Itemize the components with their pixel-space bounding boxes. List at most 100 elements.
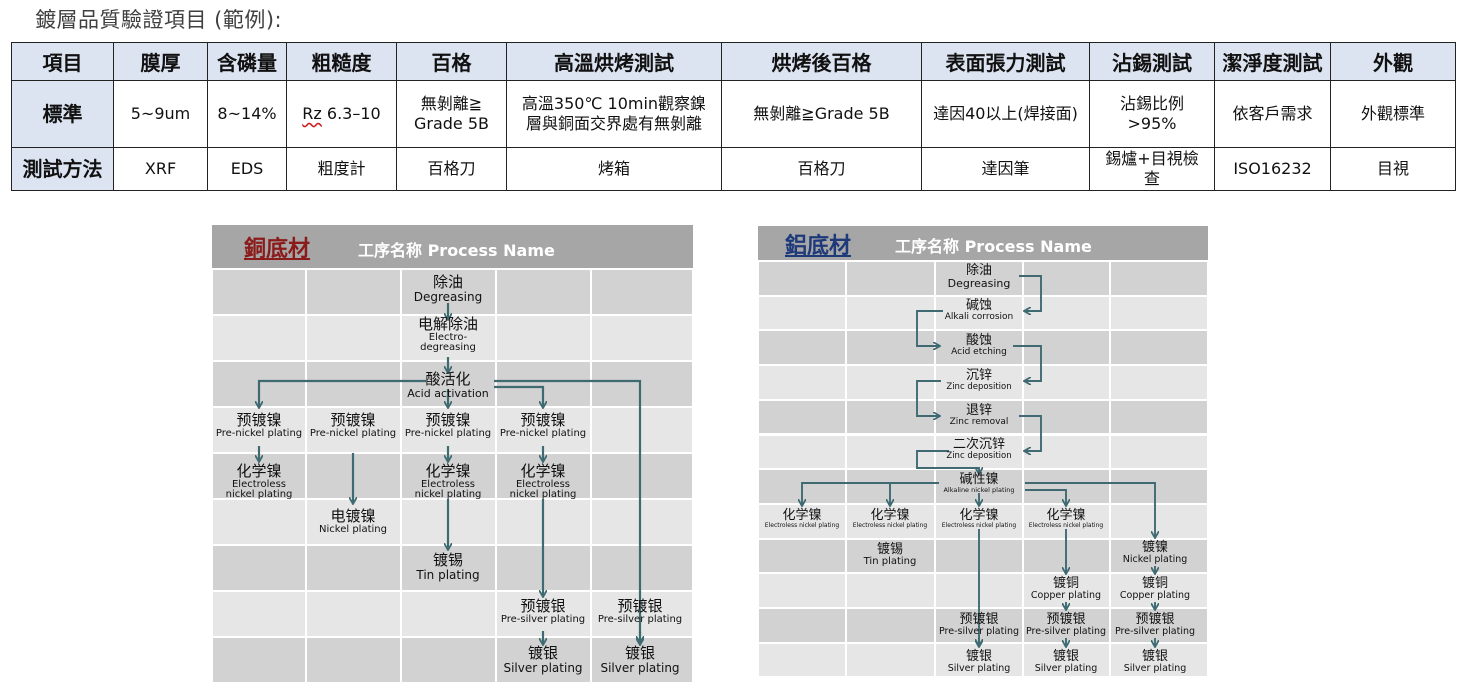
grid-cell: [758, 434, 846, 470]
grid-cell: [1023, 330, 1110, 366]
process-step-name-en: Pre-silver plating: [1114, 625, 1196, 637]
table-cell: 粗度計: [286, 147, 397, 191]
flow-arrow: [259, 379, 426, 407]
grid-cell: [758, 538, 846, 574]
table-cell: EDS: [207, 147, 287, 191]
grid-cell: [758, 295, 846, 331]
table-cell: 無剝離≧Grade 5B: [721, 80, 922, 148]
grid-cell: [212, 591, 306, 637]
flow-arrow: [1019, 275, 1042, 311]
grid-cell: [306, 269, 401, 315]
quality-verification-table: 項目膜厚含磷量粗糙度百格高溫烘烤測試烘烤後百格表面張力測試沾錫測試潔淨度測試外觀…: [11, 42, 1456, 191]
table-cell: 沾錫比例>95%: [1089, 80, 1215, 148]
process-step-name-en: Electroless nickel plating: [764, 521, 840, 529]
process-step-name-cn: 镀银: [965, 649, 993, 664]
process-step-name-cn: 化学镍: [959, 508, 999, 523]
process-step-name-cn: 镀银: [1052, 649, 1080, 664]
grid-cell: [496, 269, 591, 315]
grid-cell: [935, 261, 1023, 296]
process-step-name-en: Pre-nickel plating: [215, 427, 303, 439]
grid-cell: [758, 608, 846, 643]
process-step-name-cn: 化学镍: [425, 462, 471, 480]
grid-cell: [935, 295, 1023, 331]
process-step-name-en: Pre-nickel plating: [404, 427, 492, 439]
process-step-name-cn: 预镀银: [959, 612, 999, 627]
process-step-name-en: Nickel plating: [1122, 553, 1188, 565]
process-step-name-cn: 镀锡: [432, 551, 463, 569]
grid-cell: [935, 330, 1023, 366]
grid-cell: [1110, 503, 1208, 539]
table-header-cell: 百格: [396, 42, 507, 81]
grid-cell: [846, 399, 935, 435]
process-step-name-cn: 镀铜: [1052, 576, 1079, 591]
process-step-name-cn: 退锌: [965, 403, 992, 418]
grid-cell: [212, 545, 306, 591]
table-cell: 百格刀: [396, 147, 507, 191]
process-step-name-en: Silver plating: [1034, 662, 1098, 674]
process-step-name-en: Nickel plating: [319, 523, 387, 535]
flow-arrow: [1013, 345, 1042, 381]
process-step-name-en: Silver plating: [600, 660, 680, 675]
grid-cell: [306, 637, 401, 683]
grid-cell: [935, 365, 1023, 400]
process-step-name-cn: 镀银: [624, 644, 655, 662]
grid-cell: [401, 591, 496, 637]
flow-arrow: [1025, 489, 1066, 505]
flow-arrow: [1019, 415, 1042, 451]
table-cell: 高溫350℃ 10min觀察鎳層與銅面交界處有無剝離: [506, 80, 722, 148]
process-step-name-en: Zinc removal: [949, 416, 1009, 427]
grid-cell: [1023, 365, 1110, 400]
process-step-name-en: Zinc deposition: [946, 450, 1012, 461]
process-step-name-cn: 预镀镍: [330, 411, 376, 429]
grid-cell: [1110, 469, 1208, 504]
process-step-name-en: Silver plating: [503, 660, 583, 675]
table-header-cell: 膜厚: [113, 42, 208, 81]
process-step-name-en: Electroless nickel plating: [941, 521, 1017, 529]
process-step-name-en: Electroless nickel plating: [852, 521, 928, 529]
process-step-name-cn: 预镀银: [520, 597, 566, 615]
table-header-row: 項目膜厚含磷量粗糙度百格高溫烘烤測試烘烤後百格表面張力測試沾錫測試潔淨度測試外觀: [11, 42, 1456, 81]
grid-cell: [401, 637, 496, 683]
grid-cell: [496, 315, 591, 361]
table-cell: 達因筆: [921, 147, 1090, 191]
process-step-name-cn: 镀锡: [876, 542, 904, 557]
table-header-cell: 項目: [11, 42, 114, 81]
grid-cell: [846, 330, 935, 366]
process-step-name-en: Pre-silver plating: [938, 625, 1020, 637]
grid-cell: [758, 399, 846, 435]
table-cell: 依客戶需求: [1214, 80, 1331, 148]
process-step-name-cn: 预镀镍: [425, 411, 471, 429]
process-step-name-cn: 碱蚀: [965, 298, 992, 313]
grid-cell: [591, 453, 693, 499]
table-cell: 達因40以上(焊接面): [921, 80, 1090, 148]
process-step-name-cn: 化学镍: [1046, 508, 1086, 523]
process-step-name-cn: 二次沉锌: [952, 437, 1005, 452]
process-step-name-cn: 电镀镍: [330, 507, 376, 525]
grid-cell: [846, 608, 935, 643]
process-step-name-cn: 预镀镍: [236, 411, 282, 429]
process-step-name-en: Alkaline nickel plating: [943, 485, 1015, 494]
grid-cell: [306, 315, 401, 361]
table-header-cell: 粗糙度: [286, 42, 397, 81]
grid-cell: [846, 365, 935, 400]
process-step-name-cn: 化学镍: [236, 462, 282, 480]
process-step-name-en: Silver plating: [947, 662, 1011, 674]
grid-cell: [591, 545, 693, 591]
process-step-name-en: Acid activation: [407, 386, 489, 400]
grid-cell: [306, 361, 401, 407]
grid-cell: [306, 545, 401, 591]
